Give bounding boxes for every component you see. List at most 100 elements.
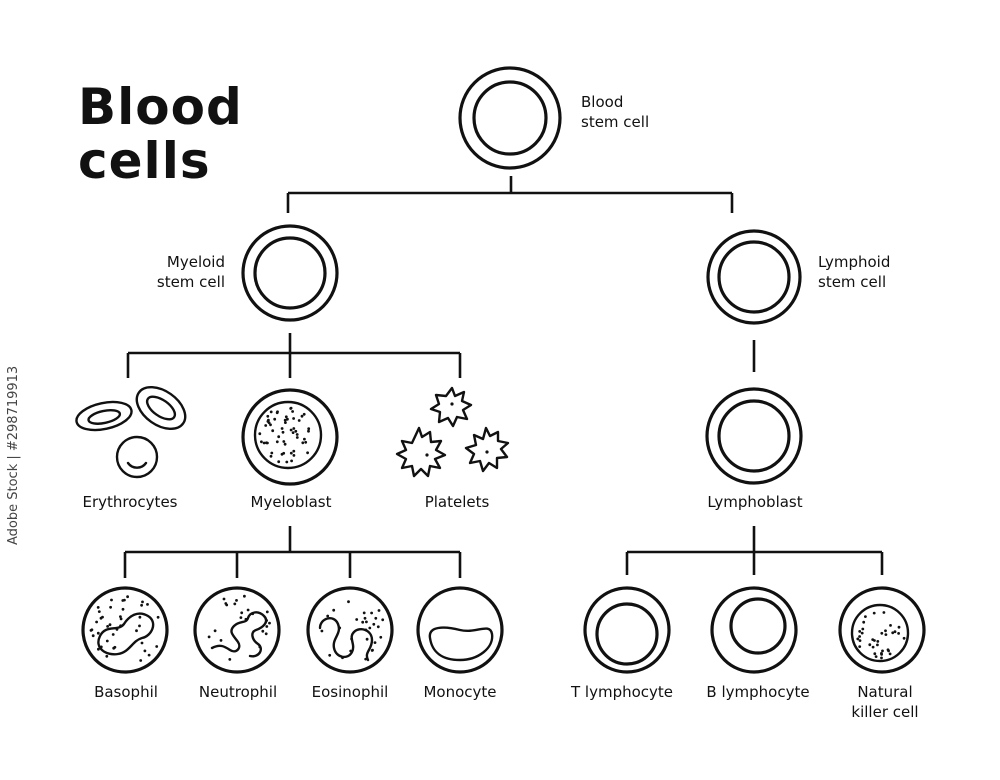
granule-dot xyxy=(292,449,296,453)
granule-dot xyxy=(261,629,265,633)
granule-dot xyxy=(355,618,359,621)
granule-dot xyxy=(856,637,860,641)
granule-dot xyxy=(246,608,250,612)
granule-dot xyxy=(258,432,262,436)
granule-dot xyxy=(266,414,270,418)
basophil-icon xyxy=(81,586,169,674)
granule-dot xyxy=(267,421,271,425)
granule-dot xyxy=(873,652,877,656)
label-line: Lymphoid xyxy=(818,253,891,271)
granule-dot xyxy=(880,652,883,655)
granule-dot xyxy=(289,428,293,432)
label-eosinophil: Eosinophil xyxy=(311,683,389,701)
stock-watermark: Adobe Stock | #298719913 xyxy=(6,365,21,545)
granule-dot xyxy=(111,633,115,636)
erythrocytes-icon xyxy=(75,385,187,479)
granule-dot xyxy=(871,645,875,649)
granule-dot xyxy=(244,617,248,621)
granule-dot xyxy=(135,629,138,633)
granule-dot xyxy=(106,625,109,628)
granule-dot xyxy=(374,616,378,620)
granule-dot xyxy=(262,441,266,445)
natural-killer-cell-icon xyxy=(838,586,926,674)
eosinophil-icon xyxy=(306,586,394,674)
neutrophil-icon xyxy=(193,586,281,674)
granule-dot xyxy=(121,607,125,611)
granule-dot xyxy=(281,430,285,434)
granule-dot xyxy=(119,624,122,628)
granule-dot xyxy=(97,610,101,613)
label-line: killer cell xyxy=(851,703,919,721)
granule-dot xyxy=(861,627,865,631)
granule-dot xyxy=(326,614,330,618)
granule-dot xyxy=(239,616,243,619)
granule-dot xyxy=(109,605,112,609)
granule-dot xyxy=(235,599,238,602)
granule-dot xyxy=(886,648,890,652)
label-line: stem cell xyxy=(156,273,225,291)
granule-dot xyxy=(862,620,866,624)
granule-dot xyxy=(268,621,271,625)
granule-dot xyxy=(115,628,119,631)
granule-dot xyxy=(376,625,380,629)
granule-dot xyxy=(893,630,897,634)
granule-dot xyxy=(897,625,901,629)
granule-dot xyxy=(138,615,142,619)
granule-dot xyxy=(140,603,144,607)
granule-dot xyxy=(105,654,109,658)
granule-dot xyxy=(269,410,273,414)
granule-dot xyxy=(267,418,270,422)
granule-dot xyxy=(140,641,144,645)
granule-dot xyxy=(880,631,884,635)
label-lymphoid-stem-cell: Lymphoid stem cell xyxy=(818,252,890,292)
granule-dot xyxy=(273,417,277,421)
granule-dot xyxy=(289,451,293,455)
granule-dot xyxy=(307,429,310,433)
granule-dot xyxy=(99,616,103,620)
granule-dot xyxy=(260,440,263,444)
granule-dot xyxy=(891,631,895,635)
diagram-title: Blood cells xyxy=(78,80,243,188)
label-myeloblast: Myeloblast xyxy=(250,493,332,511)
granule-dot xyxy=(277,460,281,464)
granule-dot xyxy=(91,634,95,638)
granule-dot xyxy=(269,423,272,427)
granule-dot xyxy=(381,618,385,622)
granule-dot xyxy=(233,602,237,606)
granule-dot xyxy=(228,658,232,661)
granule-dot xyxy=(119,617,123,621)
granule-dot xyxy=(271,429,275,433)
granule-dot xyxy=(138,624,141,628)
granule-dot xyxy=(884,629,887,633)
label-platelets: Platelets xyxy=(424,493,490,511)
granule-dot xyxy=(90,628,94,632)
granule-dot xyxy=(876,640,880,643)
granule-dot xyxy=(364,628,368,632)
granule-dot xyxy=(96,631,100,635)
label-line: stem cell xyxy=(581,113,650,131)
granule-dot xyxy=(868,643,872,647)
granule-dot xyxy=(370,611,373,615)
granule-dot xyxy=(295,433,299,436)
granule-dot xyxy=(265,610,269,614)
granule-dot xyxy=(251,612,255,616)
granule-dot xyxy=(113,645,117,649)
granule-dot xyxy=(294,429,298,433)
granule-dot xyxy=(283,418,287,422)
granule-dot xyxy=(96,606,100,609)
granule-dot xyxy=(364,657,368,661)
platelets-icon xyxy=(395,386,510,478)
granule-dot xyxy=(282,451,286,455)
granule-dot xyxy=(365,637,369,641)
connector-lines xyxy=(123,176,884,578)
granule-dot xyxy=(341,656,344,660)
granule-dot xyxy=(371,648,374,652)
granule-dot xyxy=(147,653,151,657)
granule-dot xyxy=(207,635,211,639)
granule-dot xyxy=(265,625,269,628)
granule-dot xyxy=(347,600,350,604)
label-neutrophil: Neutrophil xyxy=(198,683,278,701)
granule-dot xyxy=(222,597,226,601)
granule-dot xyxy=(99,645,103,649)
label-line: Myeloid xyxy=(166,253,225,271)
